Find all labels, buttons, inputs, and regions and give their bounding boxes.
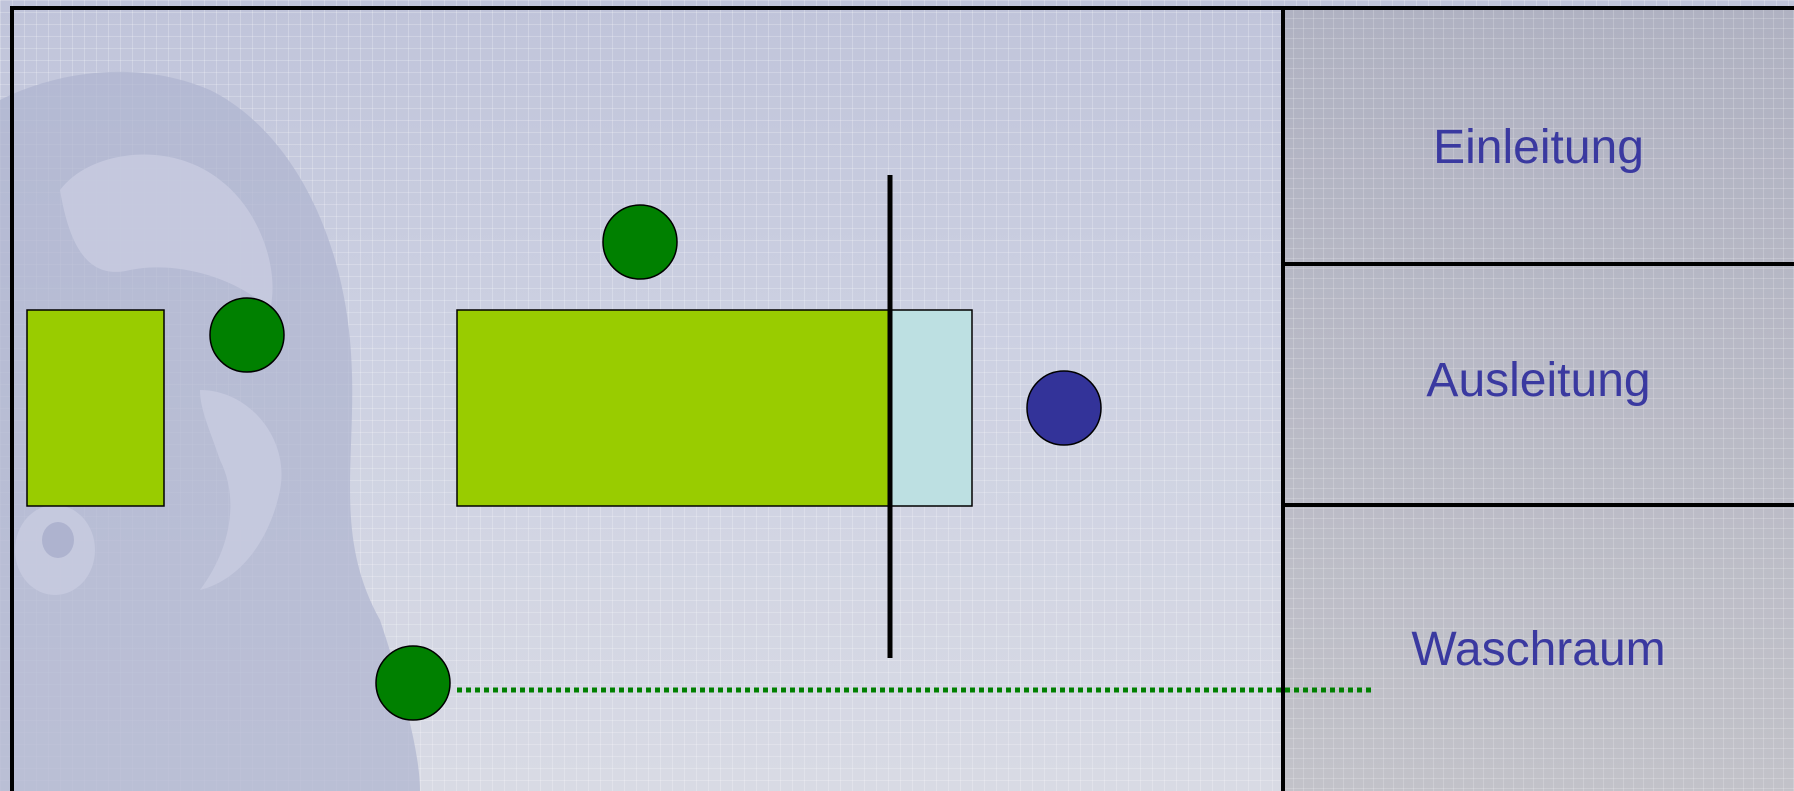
room-label-einleitung: Einleitung bbox=[1433, 121, 1644, 174]
top-wall bbox=[10, 6, 1794, 10]
divider-ausleitung-waschraum bbox=[1281, 503, 1794, 507]
room-panel: Einleitung Ausleitung Waschraum bbox=[1283, 8, 1794, 791]
person-blue bbox=[1026, 370, 1102, 446]
room-label-ausleitung: Ausleitung bbox=[1426, 354, 1651, 407]
person-green-2 bbox=[602, 204, 678, 280]
operating-table bbox=[456, 309, 890, 507]
person-green-1 bbox=[209, 297, 285, 373]
side-table bbox=[26, 309, 165, 507]
partition-wall bbox=[1281, 6, 1285, 791]
person-green-3 bbox=[375, 645, 451, 721]
room-label-waschraum: Waschraum bbox=[1411, 623, 1666, 676]
anesthesia-zone bbox=[888, 309, 973, 507]
left-wall bbox=[10, 6, 14, 791]
divider-einleitung-ausleitung bbox=[1281, 262, 1794, 266]
